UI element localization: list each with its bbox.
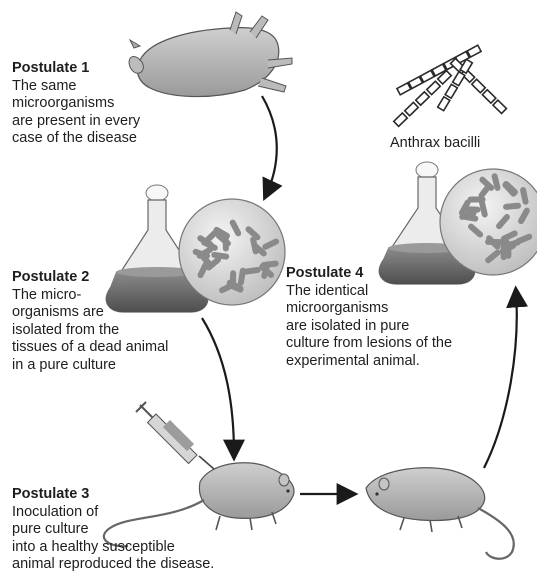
bacillus-segment (467, 45, 481, 57)
arrow-postulate1-to-2 (262, 96, 277, 195)
syringe-icon (136, 402, 222, 476)
postulate-2-title: Postulate 2 (12, 269, 168, 287)
bacillus-segment (416, 92, 429, 105)
bacillus-segment (482, 90, 495, 103)
petri-plate-icon (179, 199, 285, 305)
postulate-1-text: The same microorganisms are present in e… (12, 78, 140, 148)
postulate-4-block: Postulate 4 The identical microorganisms… (286, 265, 452, 370)
postulate-3-text: Inoculation of pure culture into a healt… (12, 504, 214, 574)
postulate-4-title: Postulate 4 (286, 265, 452, 283)
bacilli-chain-icon (394, 45, 507, 126)
dead-animal-icon (129, 12, 292, 97)
bacillus-segment (394, 113, 407, 126)
bacillus-segment (453, 72, 465, 86)
bacillus-segment (405, 102, 418, 115)
postulate-1-title: Postulate 1 (12, 60, 140, 78)
bacterium-rod (501, 242, 508, 260)
anthrax-bacilli-label: Anthrax bacilli (390, 135, 480, 151)
postulate-3-title: Postulate 3 (12, 486, 214, 504)
bacillus-segment (472, 79, 485, 92)
postulate-2-text: The micro- organisms are isolated from t… (12, 287, 168, 375)
bacillus-segment (493, 100, 506, 113)
postulate-4-text: The identical microorganisms are isolate… (286, 283, 452, 371)
postulate-2-block: Postulate 2 The micro- organisms are iso… (12, 269, 168, 374)
bacillus-segment (445, 84, 457, 98)
arrow-postulate2-to-3 (202, 318, 234, 455)
bacillus-segment (409, 77, 423, 89)
postulate-3-block: Postulate 3 Inoculation of pure culture … (12, 486, 214, 574)
arrow-to-postulate4 (484, 292, 517, 468)
infected-rat-icon (366, 468, 514, 559)
postulate-1-block: Postulate 1 The same microorganisms are … (12, 60, 140, 148)
bacillus-segment (397, 83, 411, 95)
reisolation-plate-icon (440, 169, 537, 275)
bacillus-segment (427, 81, 440, 94)
bacillus-segment (438, 97, 450, 111)
bacillus-segment (420, 70, 434, 82)
